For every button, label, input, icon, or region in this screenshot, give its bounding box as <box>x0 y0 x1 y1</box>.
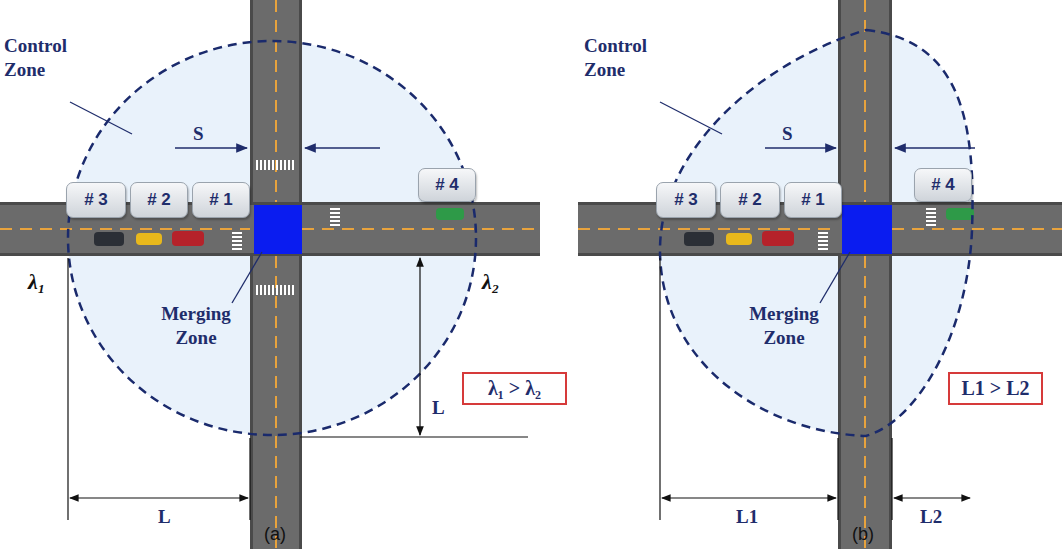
box-text: L1 > L2 <box>961 377 1029 400</box>
box-text: # 1 <box>209 190 233 210</box>
condition-box: L1 > L2 <box>948 372 1043 405</box>
panel-label: (b) <box>852 524 874 545</box>
zone-label: Merging Zone <box>734 302 834 350</box>
merging-zone <box>842 205 892 254</box>
box-text: # 2 <box>147 190 171 210</box>
box-text: # 2 <box>738 190 762 210</box>
zone-label: Control Zone <box>4 34 94 82</box>
dimension-label: L <box>432 396 445 420</box>
zone-label: Control Zone <box>584 34 674 82</box>
dimension-label: S <box>193 122 204 146</box>
vehicle-tag: # 1 <box>784 182 842 218</box>
leader-lines <box>70 102 850 303</box>
dimension-label: L1 <box>736 505 758 529</box>
box-text: λ₁ > λ₂ <box>488 377 541 400</box>
box-text: # 3 <box>674 190 698 210</box>
vehicle-tag: # 2 <box>130 182 188 218</box>
roads <box>578 0 1062 549</box>
vehicle-tag: # 4 <box>418 168 476 202</box>
vehicle-tag: # 1 <box>192 182 250 218</box>
zone-label: Merging Zone <box>146 302 246 350</box>
merging-zone <box>254 205 302 254</box>
roads <box>0 0 540 549</box>
control-zone-outline <box>68 41 476 435</box>
box-text: # 4 <box>435 175 459 195</box>
condition-box: λ₁ > λ₂ <box>462 372 567 405</box>
vehicle-tag: # 4 <box>914 168 972 202</box>
rate-label: λ₂ <box>482 268 499 296</box>
vehicle-tag: # 3 <box>66 182 126 218</box>
dimension-label: L2 <box>920 505 942 529</box>
dimension-label: S <box>782 122 793 146</box>
dimension-lines <box>68 258 970 520</box>
control-zone-outline <box>660 30 973 436</box>
box-text: # 1 <box>801 190 825 210</box>
box-text: # 3 <box>84 190 108 210</box>
rate-label: λ₁ <box>28 268 45 296</box>
dimension-label: L <box>158 505 171 529</box>
vehicle-tag: # 3 <box>656 182 716 218</box>
box-text: # 4 <box>931 175 955 195</box>
dimension-arrows <box>175 147 975 149</box>
panel-label: (a) <box>264 524 286 545</box>
vehicle-tag: # 2 <box>720 182 780 218</box>
